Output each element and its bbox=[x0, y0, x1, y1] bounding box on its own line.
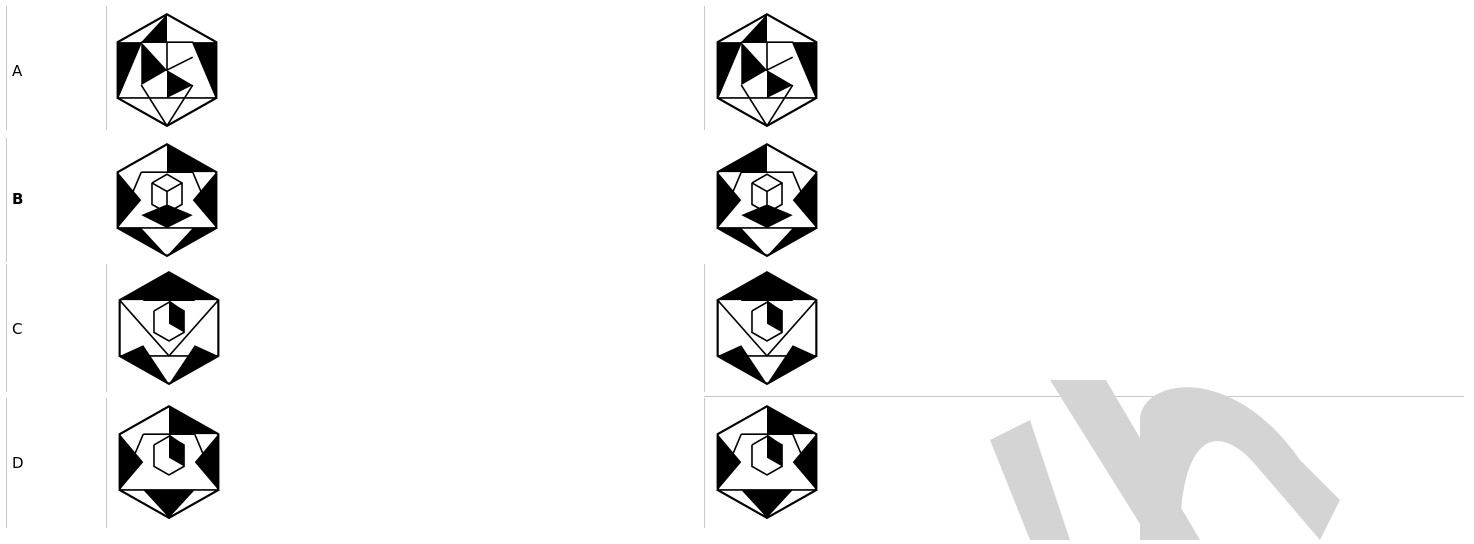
hexagon-figure-c-left bbox=[114, 268, 224, 386]
option-label: A bbox=[12, 62, 22, 80]
hexagon-figure-d-right bbox=[712, 402, 822, 520]
option-label: B bbox=[12, 190, 23, 208]
hexagon-figure-a-left bbox=[112, 10, 222, 128]
hexagon-figure-d-left bbox=[114, 402, 224, 520]
watermark bbox=[990, 380, 1340, 540]
hexagon-figure-a-right bbox=[712, 10, 822, 128]
option-label: C bbox=[12, 320, 22, 338]
hexagon-figure-b-right bbox=[712, 140, 822, 258]
hexagon-figure-c-right bbox=[712, 268, 822, 386]
option-label: D bbox=[12, 454, 24, 472]
hexagon-figure-b-left bbox=[112, 140, 222, 258]
